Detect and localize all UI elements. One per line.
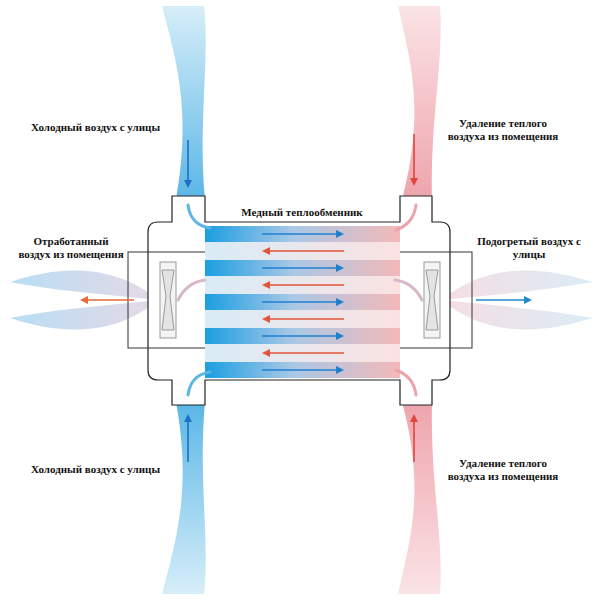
flow-label: Холодный воздух с улицы [20,462,162,477]
flow-label: Подогретый воздух с улицы [474,234,584,262]
part-label: Медный теплообменник [228,205,376,220]
flow-label: Удаление теплого воздуха из помещения [442,456,564,484]
flow-label: Отработанный воздух из помещения [16,234,126,262]
flow-label: Удаление теплого воздуха из помещения [442,116,564,144]
flow-label: Холодный воздух с улицы [20,120,162,135]
